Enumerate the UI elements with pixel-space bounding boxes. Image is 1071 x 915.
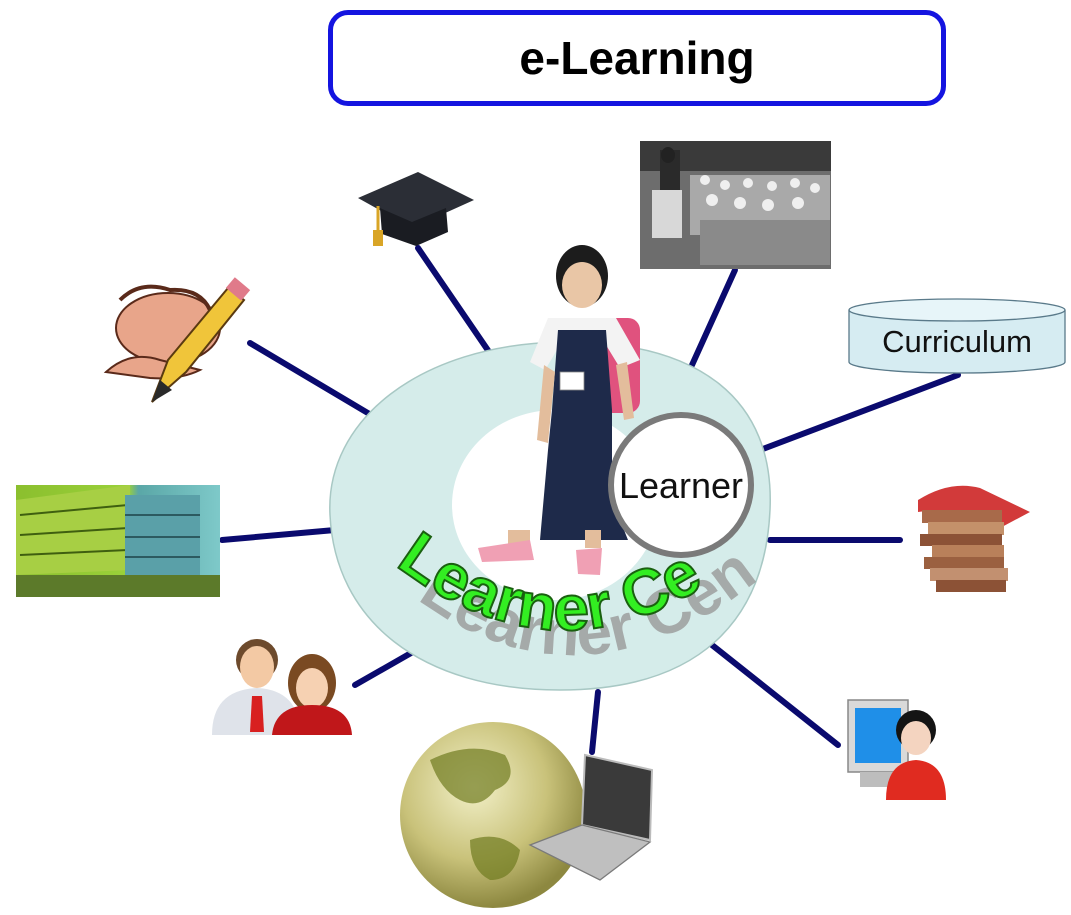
pencil-writer-icon [103, 277, 251, 403]
curriculum-node: Curriculum [848, 298, 1066, 374]
diagram-title: e-Learning [519, 32, 755, 84]
book-stack-icon [918, 485, 1030, 592]
classroom-photo [640, 141, 831, 269]
graduation-cap-icon [358, 172, 474, 246]
curriculum-label: Curriculum [882, 324, 1032, 359]
learner-label: Learner [619, 465, 743, 506]
connector-cap [415, 245, 501, 368]
connector-classroom [689, 267, 738, 368]
learner-node: Learner [608, 412, 754, 558]
computer-user-icon [847, 699, 946, 800]
student-figure [478, 245, 640, 575]
connector-school [219, 527, 338, 543]
connector-computer [709, 642, 841, 748]
school-building-photo [16, 485, 220, 597]
globe-laptop-icon [400, 722, 654, 908]
connector-writer [247, 340, 391, 428]
connector-globe [589, 689, 601, 755]
title-box: e-Learning [328, 10, 946, 106]
parents-icon [212, 639, 352, 735]
connector-curriculum [752, 372, 961, 455]
